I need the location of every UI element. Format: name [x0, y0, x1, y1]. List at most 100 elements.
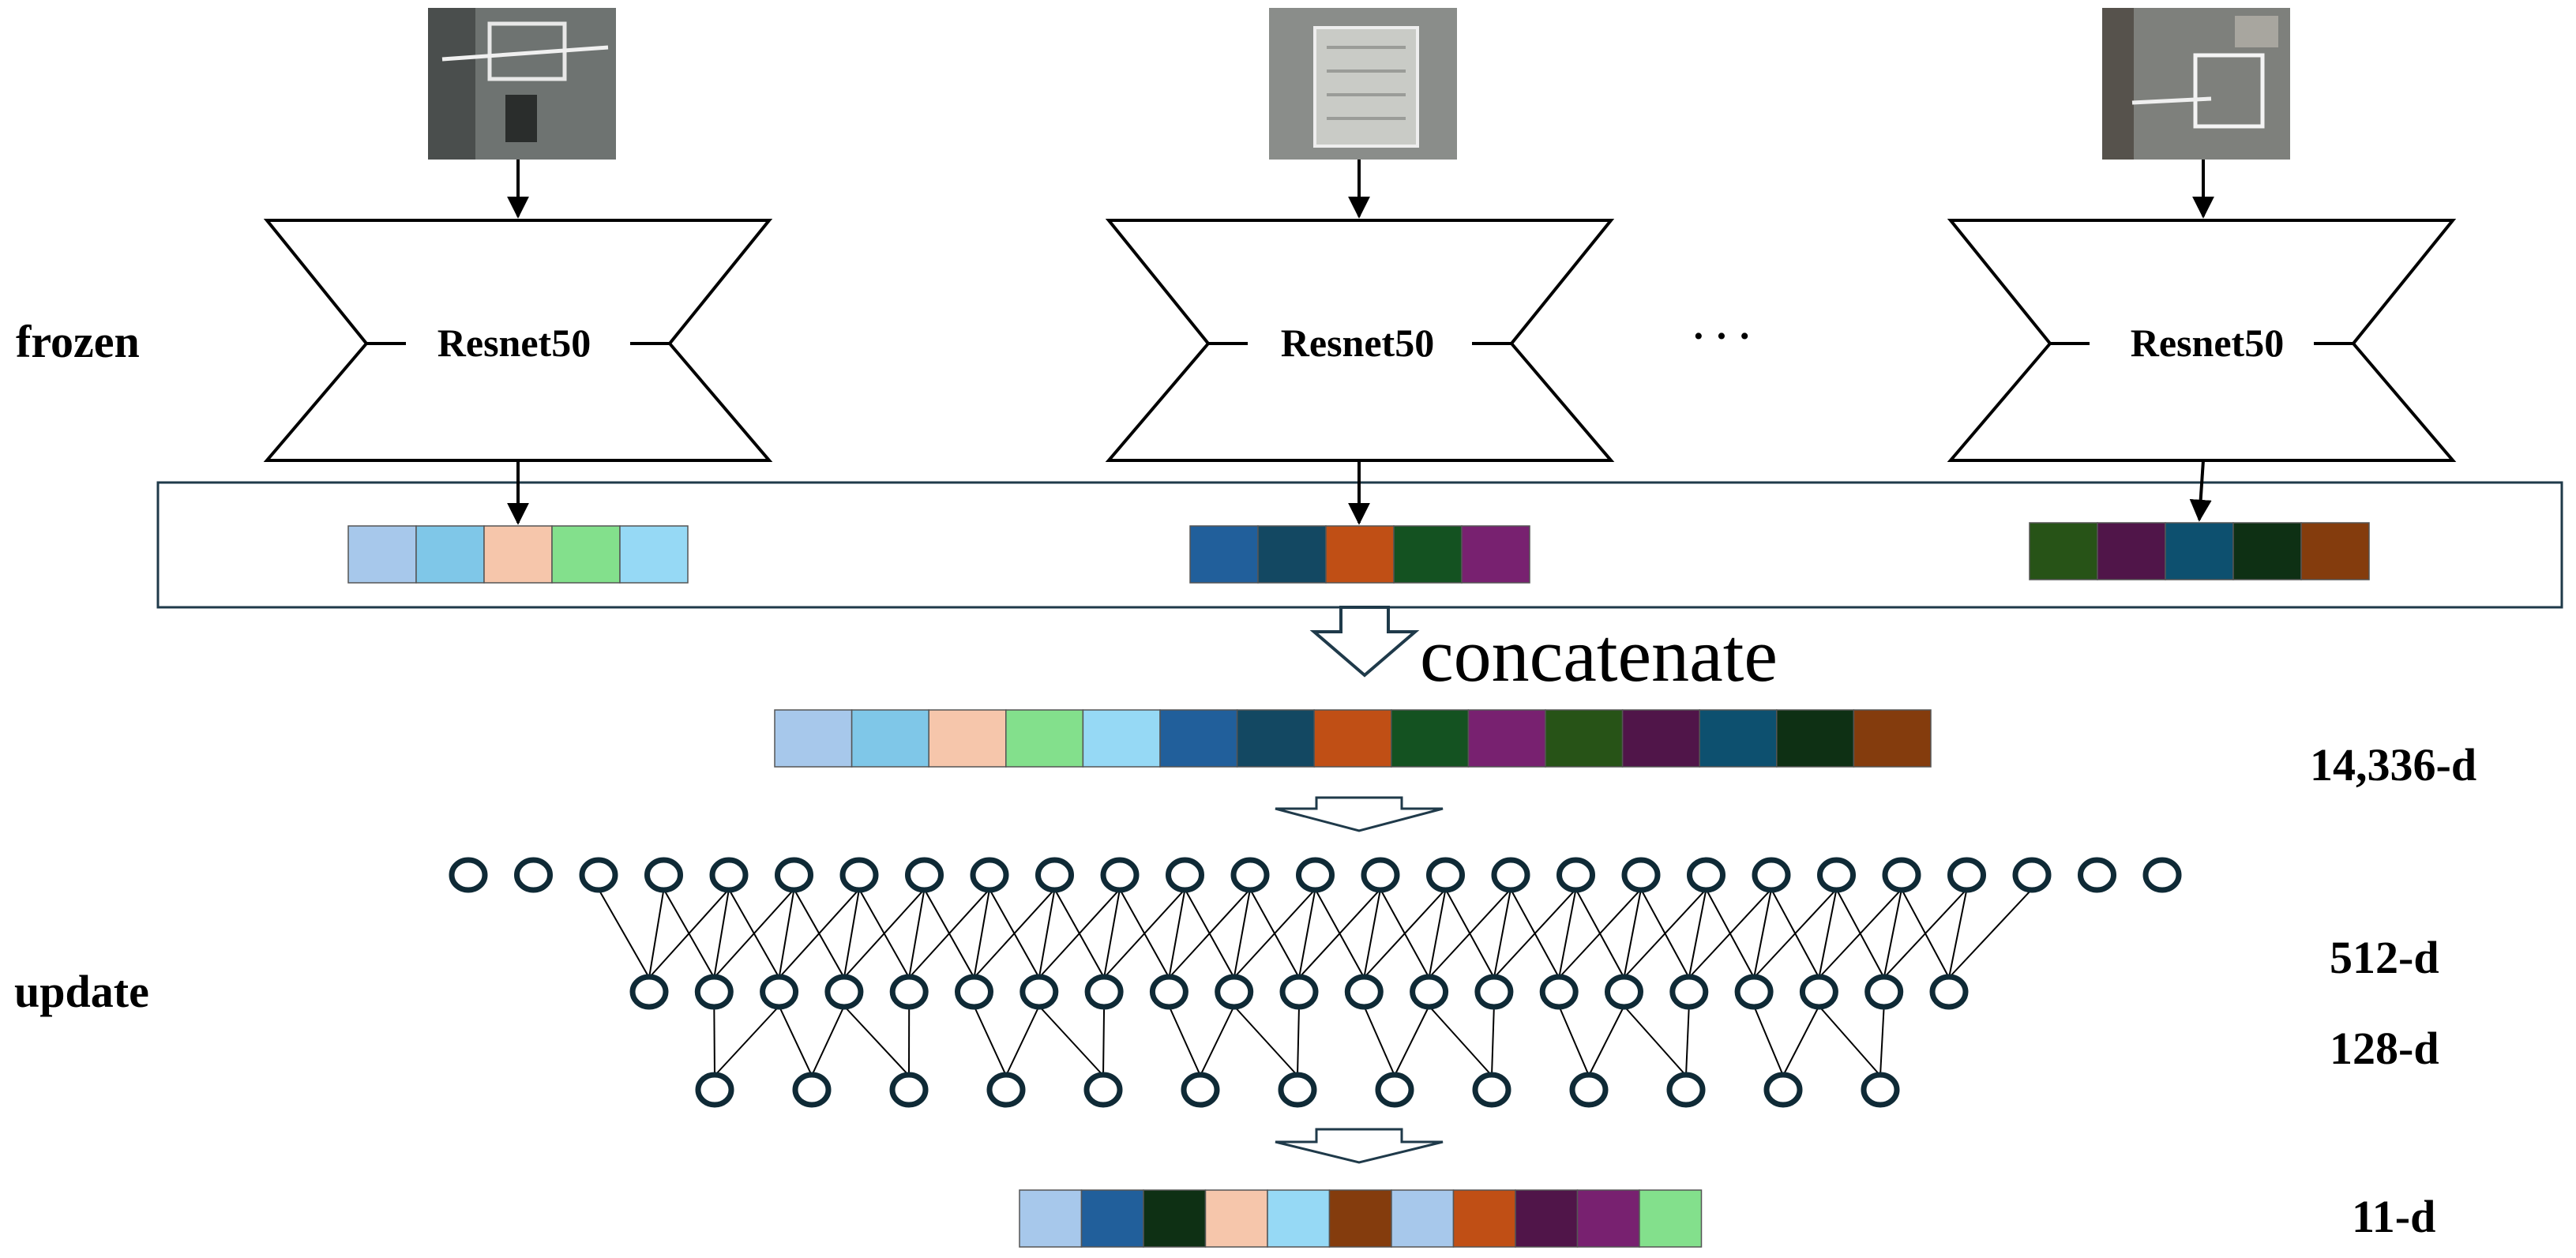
mlp-edge — [1688, 888, 1707, 978]
dim-concat-label: 14,336-d — [2310, 739, 2476, 790]
feature-vector-2 — [1189, 525, 1530, 584]
mlp-edge — [1380, 888, 1430, 978]
hidden-512-node — [889, 974, 929, 1010]
input-layer-node — [1817, 857, 1856, 893]
concat-block — [1236, 709, 1315, 768]
hidden-128-node — [1569, 1072, 1609, 1108]
mlp-edge — [648, 888, 665, 978]
concat-block — [1545, 709, 1624, 768]
concat-block — [1391, 709, 1470, 768]
hidden-128-node — [695, 1072, 734, 1108]
dim-128-label: 128-d — [2330, 1023, 2439, 1074]
feature-2-block — [1257, 525, 1327, 584]
mlp-edge — [908, 888, 926, 978]
input-layer-node — [839, 857, 879, 893]
encoder-3: Resnet50 — [1947, 219, 2457, 462]
hidden-512-node — [694, 974, 734, 1010]
encoder-1-label: Resnet50 — [437, 321, 591, 365]
hidden-512-node — [1084, 974, 1124, 1010]
input-layer-node — [2012, 857, 2052, 893]
mlp-edge — [858, 888, 911, 978]
mlp-edge — [1038, 1005, 1104, 1076]
feature-1-block — [347, 525, 417, 584]
hidden-128-node — [1375, 1072, 1414, 1108]
mlp-edge — [1394, 1005, 1430, 1076]
concat-arrow — [1309, 606, 1420, 678]
hidden-512-node — [1734, 974, 1774, 1010]
hidden-512-node — [1279, 974, 1319, 1010]
hidden-512-node — [1799, 974, 1838, 1010]
mlp-edge — [1640, 888, 1690, 978]
hidden-128-node — [986, 1072, 1026, 1108]
input-layer-node — [1621, 857, 1661, 893]
hidden-128-node — [1278, 1072, 1317, 1108]
output-block — [1143, 1189, 1207, 1248]
feature-2-block — [1461, 525, 1530, 584]
output-block — [1267, 1189, 1331, 1248]
concatenated-vector — [774, 709, 1932, 768]
input-layer-node — [2078, 857, 2116, 893]
input-layer-node — [2142, 857, 2182, 893]
mlp-edge — [1233, 1005, 1298, 1076]
dim-512-label: 512-d — [2330, 932, 2439, 983]
frozen-label: frozen — [16, 316, 140, 367]
mlp-edge — [1200, 1005, 1235, 1076]
mlp-edge — [1428, 888, 1447, 978]
concat-block — [1467, 709, 1546, 768]
mlp-edge — [1038, 888, 1056, 978]
feature-3-block — [2232, 522, 2302, 580]
mlp-edge — [1005, 1005, 1040, 1076]
hidden-512-node — [1929, 974, 1969, 1010]
hidden-512-node — [1864, 974, 1904, 1010]
feature-2-block — [1189, 525, 1259, 584]
mlp-edge — [1510, 888, 1560, 978]
concat-block — [928, 709, 1007, 768]
mlp-edge — [1948, 888, 1968, 978]
mlp-edge — [713, 888, 730, 978]
hidden-512-node — [760, 974, 799, 1010]
mlp-edge — [1901, 888, 1950, 978]
input-layer-node — [449, 857, 488, 893]
input-image-3 — [2102, 8, 2290, 160]
feature-2-block — [1393, 525, 1463, 584]
encoder-2-label: Resnet50 — [1281, 321, 1434, 365]
output-block — [1515, 1189, 1579, 1248]
input-layer-node — [1882, 857, 1921, 893]
mlp-edge — [1558, 888, 1577, 978]
concat-block — [1853, 709, 1932, 768]
mlp-edge — [1298, 888, 1316, 978]
mlp-edge — [1818, 1005, 1881, 1076]
hidden-512-node — [629, 974, 669, 1010]
output-block — [1204, 1189, 1268, 1248]
feature-1-block — [415, 525, 485, 584]
mlp-edge — [778, 888, 795, 978]
dim-out-label: 11-d — [2352, 1191, 2435, 1242]
concat-block — [1776, 709, 1855, 768]
mlp-edge — [713, 1005, 715, 1076]
mlp-edge — [843, 888, 860, 978]
hidden-512-node — [1215, 974, 1254, 1010]
mlp-edge — [1428, 1005, 1493, 1076]
mlp-edges — [598, 888, 2033, 1076]
mlp-edge — [1184, 888, 1235, 978]
concat-block — [1159, 709, 1238, 768]
concatenate-label: concatenate — [1420, 613, 1778, 697]
mlp-edge — [728, 888, 780, 978]
mlp-edge — [1053, 888, 1105, 978]
ellipsis-label: · · · — [1692, 314, 1751, 358]
hidden-128-node — [1181, 1072, 1220, 1108]
mlp-edge — [663, 888, 715, 978]
input-layer-node — [1230, 857, 1270, 893]
mlp-edge — [1705, 888, 1755, 978]
concat-block — [1005, 709, 1084, 768]
concat-block — [774, 709, 853, 768]
mlp-edge — [1835, 888, 1885, 978]
output-block — [1391, 1189, 1455, 1248]
input-layer-node — [1491, 857, 1530, 893]
mlp-edge — [1948, 888, 2033, 978]
hidden-512-node — [1020, 974, 1059, 1010]
mlp-edge — [1103, 888, 1121, 978]
hidden-128-node — [1666, 1072, 1706, 1108]
mlp-edge — [1493, 888, 1511, 978]
input-layer-node — [775, 857, 813, 893]
